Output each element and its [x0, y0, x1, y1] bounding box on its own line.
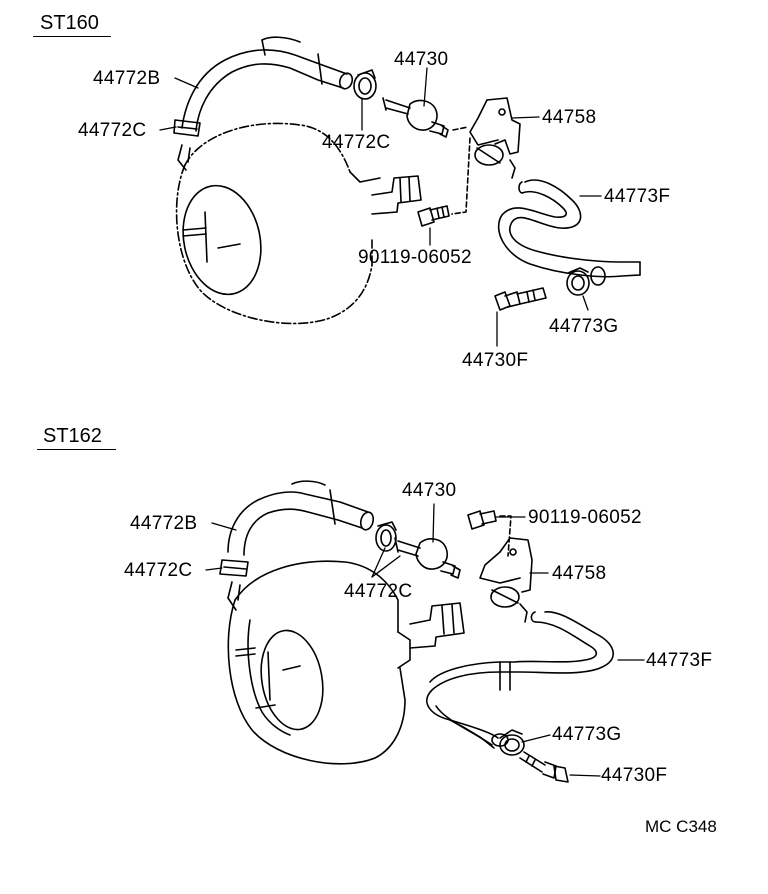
leader-lines-bottom	[205, 503, 645, 777]
label-44772c-left-top: 44772C	[78, 120, 147, 141]
bracket-44758-bottom	[479, 537, 533, 623]
check-valve-44730-top	[382, 97, 449, 138]
label-44772c-left-bottom: 44772C	[124, 560, 193, 581]
bolt-90119-bottom	[467, 510, 497, 530]
booster-nipple-bottom	[227, 581, 241, 611]
hose-clamp-44772c-left-top	[173, 119, 201, 137]
union-44730f-top	[494, 287, 547, 311]
label-90119-bottom: 90119-06052	[528, 507, 642, 528]
hose-clamp-44773g-bottom	[499, 729, 525, 756]
hose-clamp-44772c-mid-bottom	[375, 521, 397, 552]
brake-booster-bottom	[227, 560, 465, 765]
hose-clamp-44773g-top	[566, 267, 590, 296]
vacuum-hose-44772b-bottom	[227, 480, 375, 556]
brake-booster-top	[175, 122, 422, 325]
title-underline-st162	[37, 449, 116, 450]
label-44730-bottom: 44730	[402, 480, 457, 501]
label-44758-bottom: 44758	[552, 563, 607, 584]
vacuum-hose-44773f-top	[497, 179, 641, 278]
st162-assembly	[205, 480, 645, 783]
label-90119-top: 90119-06052	[358, 247, 472, 268]
bolt-90119-top	[417, 205, 450, 227]
label-44730f-top: 44730F	[462, 350, 529, 371]
booster-nipple-top	[177, 144, 191, 171]
label-44773g-top: 44773G	[549, 316, 619, 337]
label-44772b-top: 44772B	[93, 68, 161, 89]
leader-lines-top	[159, 67, 602, 347]
label-44758-top: 44758	[542, 107, 597, 128]
label-44730f-bottom: 44730F	[601, 765, 668, 786]
label-44773g-bottom: 44773G	[552, 724, 622, 745]
label-44772b-bottom: 44772B	[130, 513, 198, 534]
section-title-st160: ST160	[40, 12, 99, 34]
label-44773f-top: 44773F	[604, 186, 671, 207]
section-title-st162: ST162	[43, 425, 102, 447]
bracket-44758-top	[469, 97, 521, 179]
hose-clamp-44772c-left-bottom	[219, 559, 249, 577]
label-44730-top: 44730	[394, 49, 449, 70]
hose-clamp-44772c-mid-top	[353, 69, 377, 100]
label-44772c-mid-top: 44772C	[322, 132, 391, 153]
st160-assembly	[159, 36, 641, 347]
title-underline-st160	[33, 36, 111, 37]
label-44773f-bottom: 44773F	[646, 650, 713, 671]
vacuum-hose-44772b-top	[181, 36, 354, 132]
union-44730f-bottom	[519, 751, 569, 783]
drawing-code: MC C348	[645, 817, 717, 836]
check-valve-44730-bottom	[394, 537, 461, 579]
label-44772c-mid-bottom: 44772C	[344, 581, 413, 602]
vacuum-hose-44773f-bottom	[426, 611, 614, 749]
hose-end-44773f-top	[590, 266, 606, 286]
